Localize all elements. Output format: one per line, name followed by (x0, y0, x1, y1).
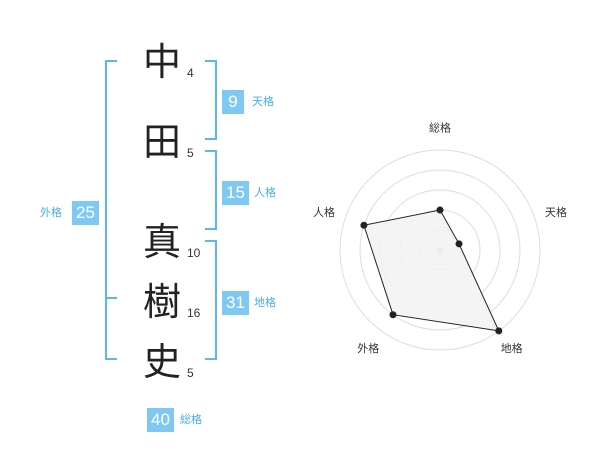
radar-point-3 (495, 327, 503, 335)
radar-series (360, 206, 503, 335)
jinkaku-bracket (205, 150, 217, 230)
soukaku-label: 総格 (180, 413, 202, 426)
chikaku-value-box: 31 (222, 291, 249, 315)
gaikaku-label: 外格 (40, 206, 62, 219)
radar-point-4 (389, 311, 397, 319)
tenkaku-value-box: 9 (222, 90, 244, 114)
radar-point-5 (360, 221, 368, 229)
stroke-count-1: 4 (187, 66, 194, 80)
radar-axis-label-5: 人格 (313, 205, 335, 219)
tenkaku-bracket (205, 60, 217, 140)
tenkaku-label: 天格 (252, 95, 274, 108)
radar-axis-label-1: 総格 (429, 121, 451, 135)
radar-grid-ring (339, 149, 541, 351)
gaikaku-value-box: 25 (72, 201, 99, 225)
name-character-3: 真 (142, 220, 181, 264)
jinkaku-value-box: 15 (222, 181, 249, 205)
radar-axis-label-2: 天格 (545, 205, 567, 219)
chikaku-label: 地格 (254, 296, 276, 309)
stroke-count-5: 5 (187, 366, 194, 380)
jinkaku-label: 人格 (254, 186, 276, 199)
radar-point-2 (455, 240, 463, 248)
radar-point-1 (436, 206, 444, 214)
name-character-2: 田 (142, 120, 181, 164)
soukaku-value-box: 40 (147, 408, 174, 432)
radar-series-polygon (363, 209, 500, 332)
gaikaku-bracket-split (105, 297, 117, 299)
stroke-count-2: 5 (187, 146, 194, 160)
gaikaku-bracket (105, 60, 117, 360)
stroke-count-4: 16 (187, 306, 201, 320)
stroke-count-3: 10 (187, 246, 201, 260)
radar-axis-label-4: 外格 (357, 341, 379, 355)
chikaku-bracket (205, 240, 217, 360)
name-character-1: 中 (142, 40, 181, 84)
name-character-4: 樹 (142, 280, 181, 324)
name-character-5: 史 (142, 340, 181, 384)
radar-grid-ring (359, 169, 521, 331)
radar-axis-label-3: 地格 (501, 341, 523, 355)
